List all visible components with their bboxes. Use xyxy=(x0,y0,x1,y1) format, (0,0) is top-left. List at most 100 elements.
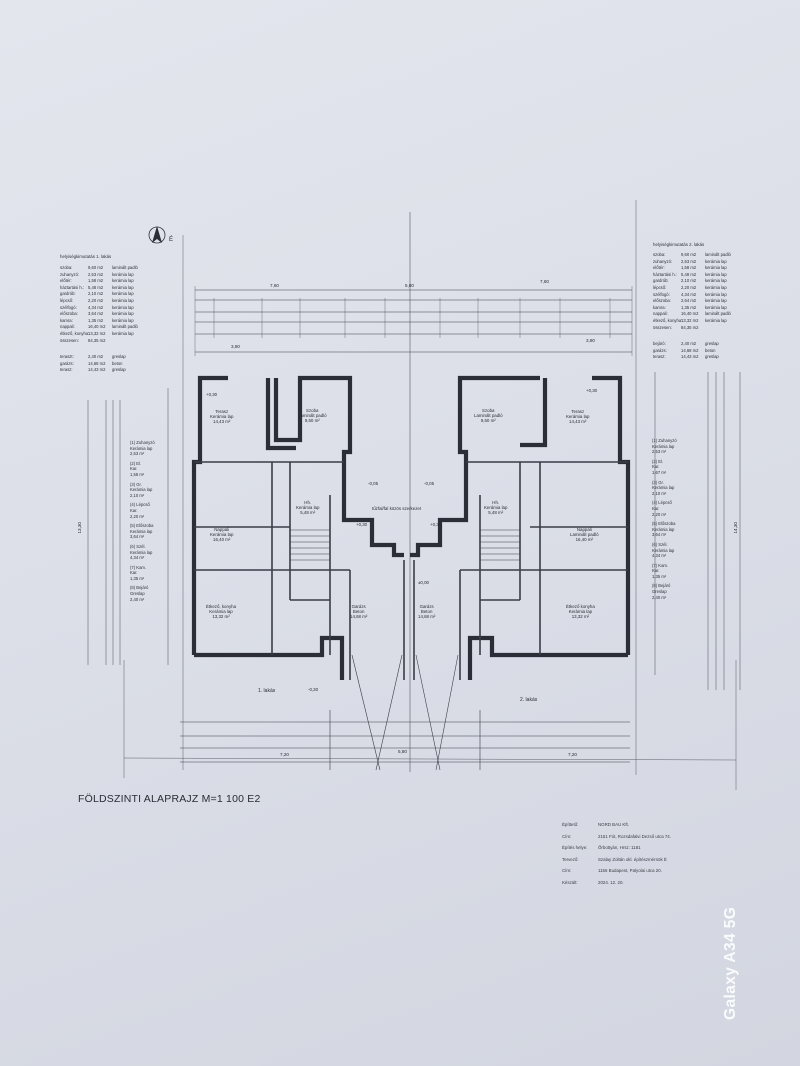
title-block-value: Szalay Zoltán okl. építészmérnök É xyxy=(598,856,667,862)
legend-item-name: (6) Szél. xyxy=(652,541,668,547)
area-row-area: 2,53 m2 xyxy=(681,258,697,264)
legend-item-name: (5) Előszoba xyxy=(652,521,676,527)
area-row-name: szoba: xyxy=(60,265,73,270)
area-row-name: összesen: xyxy=(653,324,672,330)
title-block-value: 2024. 12. 20. xyxy=(598,879,624,885)
area-row-floor: kerámia lap xyxy=(705,317,727,323)
legend-item-name: (2) El. xyxy=(130,460,142,466)
area-row-area: 2,20 m2 xyxy=(88,297,104,303)
area-row-name: zuhanyzó: xyxy=(60,271,80,277)
level-mark: ±0,00 xyxy=(418,580,429,585)
area-row-floor: kerámia lap xyxy=(112,291,134,297)
area-row-name: háztartási h.: xyxy=(60,284,84,290)
area-row-area: 2,40 m2 xyxy=(681,341,697,347)
area-row-name: bejáró: xyxy=(653,341,666,347)
dim-bottom-center: 5,80 xyxy=(398,749,407,754)
legend-item-area: 2,40 m² xyxy=(652,594,667,600)
legend-item-name: (1) Zuhanyzó xyxy=(652,438,677,443)
area-row-name: lépcső: xyxy=(653,284,667,290)
area-row-area: 14,43 m2 xyxy=(88,367,106,373)
legend-item-floor: Greslap xyxy=(652,589,667,595)
area-table-right-title: helyiségkimutatás 2. lakás xyxy=(653,242,705,247)
center-wall-note: tűzfal/fal közös szerkezet xyxy=(372,506,422,511)
area-row-area: 4,34 m2 xyxy=(88,304,104,310)
area-row-area: 2,53 m2 xyxy=(88,271,104,277)
area-row-name: gardrób: xyxy=(653,278,669,284)
legend-item: (7) Kam.Kar.1,35 m² xyxy=(130,565,155,582)
title-block-row: Tervező:Szalay Zoltán okl. építészmérnök… xyxy=(562,857,752,869)
title-block-value: Őrbottyán, Hrsz: 1181 xyxy=(598,845,641,850)
legend-item-floor: Kerámia lap xyxy=(652,443,675,449)
area-row-area: 4,34 m2 xyxy=(681,291,697,297)
area-row-name: szélfogó: xyxy=(60,304,77,310)
title-block-row: Építés helye: Őrbottyán, Hrsz: 1181 xyxy=(562,845,752,857)
title-block-label: Építés helye: xyxy=(562,845,588,850)
area-row-floor: greslap xyxy=(705,354,719,360)
area-row-name: teraszt: xyxy=(60,354,74,360)
area-row-area: 14,43 m2 xyxy=(681,354,699,360)
dim-right-height: 14,30 xyxy=(732,522,738,534)
area-row-area: 5,48 m2 xyxy=(88,284,104,290)
area-row-floor: kerámia lap xyxy=(112,330,134,336)
area-row-floor: beton xyxy=(705,347,716,353)
area-row-area: 2,64 m2 xyxy=(681,298,697,304)
legend-item-floor: Kerámia lap xyxy=(130,487,153,493)
area-row-area: 9,60 m2 xyxy=(88,265,104,270)
legend-item-name: (4) Lépcső xyxy=(130,502,150,508)
area-row-name: nappali: xyxy=(653,311,668,317)
dim-top-left: 7,60 xyxy=(270,283,279,288)
legend-item-name: (2) El. xyxy=(652,458,664,464)
area-row-area: 1,35 m2 xyxy=(88,317,104,323)
legend-item-floor: Kerámia lap xyxy=(652,547,675,553)
legend-item-area: 3,64 m² xyxy=(652,532,667,538)
legend-item-floor: Kar. xyxy=(130,570,138,576)
title-block-value: 1156 Budapest, Palyolai utca 20. xyxy=(598,868,662,873)
legend-item-area: 4,34 m² xyxy=(652,553,667,559)
area-row-floor: kerámia lap xyxy=(112,311,134,317)
area-row-name: szélfogó: xyxy=(653,291,670,297)
dim-left-height: 13,30 xyxy=(76,522,82,534)
legend-item-floor: Kerámia lap xyxy=(130,528,153,534)
area-row-floor: kerámia lap xyxy=(705,298,727,304)
unit-label-left: 1. lakás xyxy=(258,688,276,694)
title-block-value: 2151 Fót, Rozsdafalvi Dezső utca 74. xyxy=(598,833,671,839)
dim-top-right-2: 3,80 xyxy=(586,338,595,343)
area-row-area: 2,40 m2 xyxy=(88,354,104,360)
area-row-area: 5,48 m2 xyxy=(681,271,697,277)
area-row-name: előszoba: xyxy=(653,298,671,304)
legend-item-area: 2,53 m² xyxy=(130,451,145,457)
level-mark: -0,30 xyxy=(308,687,319,692)
area-row-floor: kerámia lap xyxy=(112,297,134,303)
area-row-area: 2,10 m2 xyxy=(88,291,104,297)
area-row-area: 16,40 m2 xyxy=(88,324,106,330)
legend-item-name: (3) Gr. xyxy=(130,481,142,487)
title-block-label: Készült: xyxy=(562,879,578,885)
area-row-name: terasz: xyxy=(653,354,666,360)
level-mark: -0,05 xyxy=(424,481,435,486)
area-row-name: terasz: xyxy=(60,367,73,373)
drawing-title: FÖLDSZINTI ALAPRAJZ M=1 100 E2 xyxy=(78,793,261,805)
legend-item-name: (6) Szél. xyxy=(130,543,146,549)
area-row-name: összesen: xyxy=(60,337,79,343)
area-row-name: előtér: xyxy=(653,265,665,271)
area-row-floor: kerámia lap xyxy=(112,284,134,290)
area-row-name: zuhanyzó: xyxy=(653,258,673,264)
title-block: Építtető:NORD BAU Kft.Cím: 2151 Fót, Rozs… xyxy=(562,822,752,891)
title-block-label: Cím: xyxy=(562,833,572,839)
title-block-row: Építtető:NORD BAU Kft. xyxy=(562,822,752,834)
legend-item-area: 1,67 m² xyxy=(652,469,667,475)
level-mark: +0,30 xyxy=(586,388,598,393)
